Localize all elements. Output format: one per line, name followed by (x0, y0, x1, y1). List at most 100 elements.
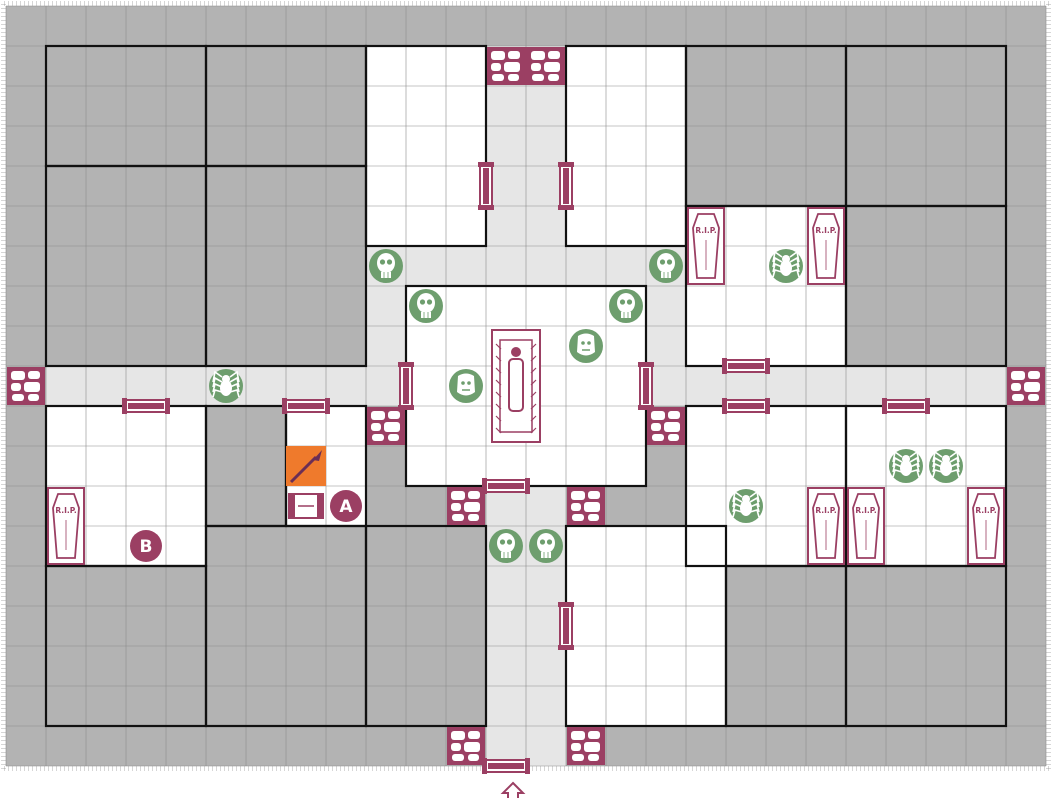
skeleton-2[interactable] (649, 249, 683, 283)
spider-leg (749, 509, 760, 518)
rubble-center-right[interactable] (647, 407, 685, 445)
spider-leg (749, 502, 760, 513)
door-left-room-2[interactable] (282, 398, 330, 414)
rubble-bottom-right[interactable] (567, 487, 605, 525)
coffin-top-right-2[interactable]: R.I.P. (807, 207, 845, 285)
rubble-stone (11, 383, 21, 391)
rubble-stone (464, 502, 480, 512)
spider-icon (220, 380, 232, 396)
spider-leg (949, 462, 960, 473)
spider-3[interactable] (889, 449, 923, 483)
rubble-exit-left[interactable] (447, 727, 485, 765)
skull-eye (546, 539, 553, 545)
coffin-right-2[interactable]: R.I.P. (847, 487, 885, 565)
marker-a[interactable]: A (330, 490, 362, 522)
room-mid-left-b-walls (204, 164, 368, 368)
zombie-2[interactable] (449, 369, 483, 403)
rubble-stone (504, 62, 520, 72)
spider-5[interactable] (729, 489, 763, 523)
spider-icon (940, 460, 952, 476)
spider-leg (909, 469, 920, 478)
coffin-right-3[interactable]: R.I.P. (967, 487, 1005, 565)
tomb-effigy-head (511, 347, 521, 357)
skeleton-3[interactable] (409, 289, 443, 323)
door-right-room-1[interactable] (722, 398, 770, 414)
rubble-stone (451, 743, 461, 751)
door-hinge (882, 398, 887, 414)
coffin-left[interactable]: R.I.P. (47, 487, 85, 565)
door-hinge (482, 758, 487, 774)
rubble-stone (491, 63, 501, 71)
spider-leg (892, 450, 903, 463)
spider-leg (949, 456, 960, 468)
rubble-stone (572, 754, 584, 761)
door-top-right-room[interactable] (558, 162, 574, 210)
rubble-stone (651, 411, 665, 420)
rubble-stone (548, 74, 559, 81)
rubble-stone (548, 51, 560, 59)
spider-4[interactable] (929, 449, 963, 483)
door-exit[interactable] (482, 758, 530, 774)
skull-eye (379, 259, 386, 265)
skeleton-5[interactable] (489, 529, 523, 563)
spider-leg (749, 490, 760, 503)
zombie-face-icon (457, 373, 475, 396)
rubble-left-edge[interactable] (7, 367, 45, 405)
skeleton-6[interactable] (529, 529, 563, 563)
door-central-left[interactable] (398, 362, 414, 410)
door-left-room-1[interactable] (122, 398, 170, 414)
rubble-stone (571, 743, 581, 751)
room-bottom-center-walls (364, 524, 488, 728)
spider-1[interactable] (769, 249, 803, 283)
marker-b-label: B (140, 537, 153, 557)
rubble-bottom-left[interactable] (447, 487, 485, 525)
door-hinge (638, 405, 654, 410)
pieces-layer: R.I.P.R.I.P.R.I.P.R.I.P.R.I.P.R.I.P. (7, 47, 1045, 798)
rubble-stone (1028, 394, 1039, 401)
entrance-arrow[interactable] (500, 781, 526, 798)
spider-2[interactable] (209, 369, 243, 403)
door-panel (488, 763, 524, 769)
door-central-right[interactable] (638, 362, 654, 410)
door-panel (128, 403, 164, 409)
tomb-carving (530, 367, 537, 374)
coffin-top-right-1[interactable]: R.I.P. (687, 207, 725, 285)
door-coffin-room-bottom[interactable] (722, 358, 770, 374)
rubble-stone (1028, 371, 1040, 379)
tomb-carving (495, 355, 502, 362)
rubble-stone (28, 371, 40, 379)
zombie-1[interactable] (569, 329, 603, 363)
door-top-left-room[interactable] (478, 162, 494, 210)
door-central-bottom[interactable] (482, 478, 530, 494)
room-top-center-left-floor (366, 46, 486, 246)
door-hinge (765, 398, 770, 414)
door-right-room-2[interactable] (882, 398, 930, 414)
chest[interactable] (288, 493, 324, 519)
door-hinge (325, 398, 330, 414)
skull-icon (537, 533, 555, 553)
marker-b[interactable]: B (130, 530, 162, 562)
door-hinge (722, 358, 727, 374)
rubble-stone (11, 371, 25, 380)
skull-jaw (621, 312, 631, 318)
spear-weapon[interactable] (286, 446, 326, 486)
tomb-carving (495, 391, 502, 398)
rubble-exit-right[interactable] (567, 727, 605, 765)
spider-head (942, 455, 950, 463)
spider-leg (932, 469, 943, 478)
door-panel (488, 483, 524, 489)
skeleton-4[interactable] (609, 289, 643, 323)
skull-jaw (381, 272, 391, 278)
tomb[interactable] (491, 329, 541, 443)
rubble-stone (1024, 382, 1040, 392)
rubble-stone (668, 411, 680, 419)
rubble-center-left[interactable] (367, 407, 405, 445)
door-bottom-center[interactable] (558, 602, 574, 650)
rubble-top[interactable] (487, 47, 565, 85)
skeleton-1[interactable] (369, 249, 403, 283)
rubble-right-edge[interactable] (1007, 367, 1045, 405)
rubble-stone (384, 422, 400, 432)
coffin-right-1[interactable]: R.I.P. (807, 487, 845, 565)
spider-leg (732, 502, 743, 513)
door-hinge (638, 362, 654, 367)
